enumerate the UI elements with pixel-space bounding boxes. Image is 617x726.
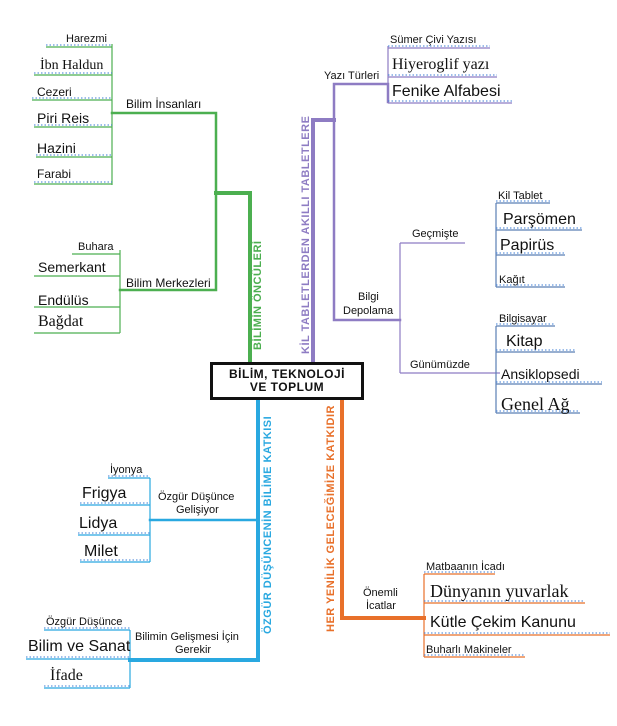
free-thought-trunk	[128, 398, 260, 662]
centers-connector	[118, 191, 218, 292]
center-item: Buhara	[78, 241, 114, 253]
past-item: Kağıt	[499, 274, 525, 286]
script-item: Sümer Çivi Yazısı	[390, 34, 477, 46]
storage-leaf-lines	[495, 202, 602, 414]
group-title-development-line1: Özgür Düşünce	[158, 491, 235, 503]
innovation-branch-lines	[340, 398, 426, 620]
development-item: Milet	[84, 543, 118, 560]
tablets-leaf-lines	[387, 46, 512, 374]
scientist-item: Piri Reis	[37, 110, 90, 126]
group-title-storage-line2: Depolama	[343, 305, 394, 317]
development-item: İyonya	[110, 464, 143, 476]
scientist-item: Farabi	[37, 167, 72, 181]
pioneers-trunk	[214, 191, 252, 364]
script-item: Fenike Alfabesi	[392, 83, 501, 100]
past-item: Parşömen	[503, 211, 576, 228]
group-title-centers: Bilim Merkezleri	[126, 276, 211, 290]
invention-item: Dünyanın yuvarlak	[430, 581, 569, 601]
central-topic-line2: VE TOPLUM	[249, 380, 325, 394]
innovation-trunk	[340, 398, 426, 620]
invention-item: Buharlı Makineler	[426, 644, 512, 656]
free-thought-branch-lines	[128, 398, 260, 662]
scientist-item: İbn Haldun	[40, 58, 104, 73]
present-item: Bilgisayar	[499, 313, 547, 325]
scientist-item: Harezmi	[66, 33, 107, 45]
needs-item: Bilim ve Sanat	[28, 638, 131, 655]
center-item: Semerkant	[38, 259, 106, 275]
storage-connector	[332, 118, 402, 322]
group-title-scripts: Yazı Türleri	[324, 70, 380, 82]
past-item: Papirüs	[500, 237, 555, 254]
group-title-storage-line1: Bilgi	[358, 291, 379, 303]
subgroup-title-past: Geçmişte	[412, 228, 459, 240]
branch-label-tablets: KİL TABLETLERDEN AKILLI TABLETLERE	[300, 115, 312, 354]
scripts-connector	[332, 82, 390, 122]
group-title-development-line2: Gelişiyor	[176, 504, 219, 516]
group-title-needs-line2: Gerekir	[175, 644, 212, 656]
invention-item: Matbaanın İcadı	[426, 561, 505, 573]
innovation-leaf-lines	[423, 573, 610, 658]
tablets-trunk	[311, 118, 336, 364]
center-item: Bağdat	[38, 313, 84, 330]
development-item: Frigya	[82, 485, 127, 502]
present-item: Ansiklopsedi	[501, 366, 580, 382]
present-item: Genel Ağ	[501, 394, 570, 414]
free-thought-leaf-lines	[26, 477, 151, 689]
present-item: Kitap	[506, 333, 543, 350]
invention-item: Kütle Çekim Kanunu	[430, 614, 576, 631]
tablets-branch-lines	[311, 82, 402, 364]
subgroup-title-present: Günümüzde	[410, 359, 470, 371]
center-item: Endülüs	[38, 292, 89, 308]
group-title-scientists: Bilim İnsanları	[126, 97, 202, 111]
past-item: Kil Tablet	[498, 190, 543, 202]
branch-label-free-thought: ÖZGÜR DÜŞÜNCENİN BİLİME KATKISI	[262, 415, 274, 634]
group-title-inventions-line1: Önemli	[363, 587, 398, 599]
script-item: Hiyeroglif yazı	[392, 56, 490, 73]
branch-label-pioneers: BİLİMİN ÖNCÜLERİ	[252, 240, 264, 350]
scientists-connector	[110, 111, 218, 195]
scientist-item: Hazini	[37, 140, 76, 156]
central-topic-box: BİLİM, TEKNOLOJİ VE TOPLUM	[210, 362, 364, 400]
pioneers-branch-lines	[110, 111, 252, 364]
group-title-needs-line1: Bilimin Gelişmesi İçin	[135, 631, 239, 643]
group-title-inventions-line2: İcatlar	[366, 600, 396, 612]
dotted-guides	[26, 44, 610, 687]
needs-item: Özgür Düşünce	[46, 616, 123, 628]
needs-item: İfade	[50, 667, 83, 684]
development-item: Lidya	[79, 515, 118, 532]
central-topic-line1: BİLİM, TEKNOLOJİ	[229, 367, 345, 381]
scientist-item: Cezeri	[37, 85, 72, 99]
pioneers-leaf-lines	[32, 44, 121, 334]
branch-label-innovation: HER YENİLİK GELECEĞİMİZE KATKIDIR	[325, 405, 337, 632]
